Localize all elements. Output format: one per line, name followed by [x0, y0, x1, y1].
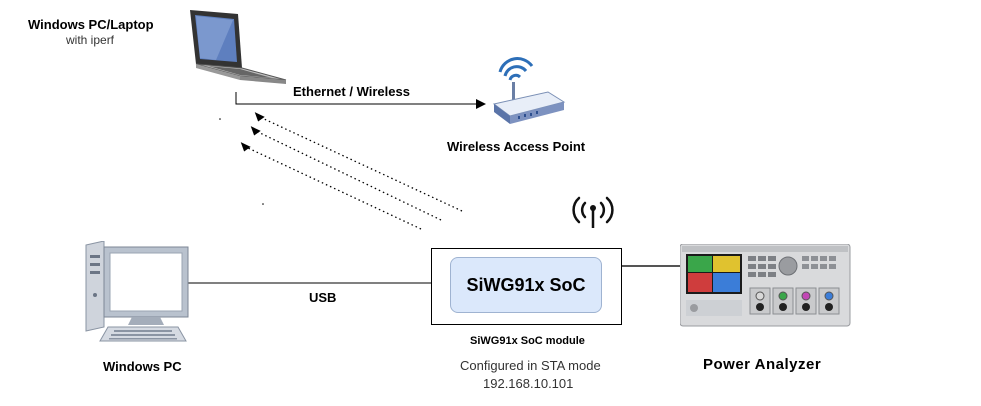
laptop-subtitle: with iperf [66, 33, 115, 47]
ethernet-wireless-link [235, 92, 486, 109]
desktop-computer-icon [85, 241, 189, 342]
soc-module-box: SiWG91x SoC [431, 248, 622, 325]
wireless-signal-icon [572, 196, 614, 228]
ethernet-wireless-label: Ethernet / Wireless [293, 84, 410, 99]
laptop-icon [190, 10, 287, 84]
iperf-traffic-arrows [247, 117, 463, 230]
power-analyzer-icon [680, 244, 851, 327]
soc-ip-text: 192.168.10.101 [483, 376, 574, 391]
soc-mode-text: Configured in STA mode [460, 358, 601, 373]
soc-module-label: SiWG91x SoC module [470, 335, 585, 347]
access-point-label: Wireless Access Point [447, 139, 586, 154]
traffic-arrowheads [240, 112, 265, 152]
windows-pc-label: Windows PC [103, 359, 182, 374]
usb-label: USB [309, 290, 337, 305]
laptop-title: Windows PC/Laptop [28, 17, 154, 32]
wireless-router-icon [492, 57, 566, 124]
soc-title: SiWG91x SoC [450, 257, 602, 313]
power-analyzer-label: Power Analyzer [703, 356, 822, 373]
